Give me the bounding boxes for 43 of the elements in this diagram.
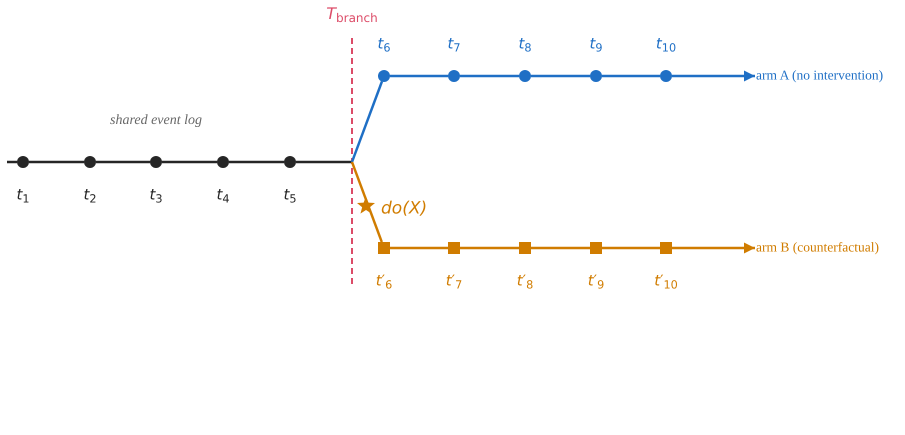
time-label: t$_{3}$: [149, 188, 163, 202]
event-square: [448, 242, 460, 254]
connector-line: [390, 246, 448, 250]
section-label: shared event log: [110, 114, 202, 128]
edge-label: do(X): [381, 200, 428, 218]
connector-line: [531, 74, 590, 78]
connector-line: [29, 160, 84, 164]
time-label: t$_{4}$: [216, 188, 230, 202]
time-label: t′$_{7}$: [446, 274, 462, 288]
connector-line: [390, 74, 448, 78]
arrow: [672, 70, 755, 82]
arrow: [672, 242, 755, 254]
time-label: t$_{7}$: [447, 36, 461, 52]
time-label: t$_{9}$: [589, 36, 603, 52]
connector-line: [162, 160, 217, 164]
connector-line: [296, 160, 352, 164]
time-label: t$_{6}$: [377, 36, 391, 52]
arm-label: arm B (counterfactual): [756, 240, 879, 256]
time-label: t′$_{10}$: [654, 274, 678, 288]
arm-label: arm A (no intervention): [756, 68, 884, 84]
time-label: t$_{5}$: [283, 188, 297, 202]
time-label: t′$_{8}$: [516, 274, 534, 288]
event-square: [660, 242, 672, 254]
connector-line: [602, 74, 660, 78]
branch-time-label: T$_{branch}$: [326, 6, 378, 22]
time-label: t′$_{6}$: [376, 274, 392, 288]
time-label: t$_{8}$: [518, 36, 532, 52]
time-label: t$_{1}$: [16, 188, 30, 202]
connector-line: [7, 160, 17, 164]
connector-line: [460, 246, 519, 250]
connector-line: [531, 246, 590, 250]
connector-line: [602, 246, 660, 250]
time-label: t$_{2}$: [83, 188, 97, 202]
time-label: t$_{10}$: [656, 36, 676, 52]
event-square: [378, 242, 390, 254]
event-square: [590, 242, 602, 254]
connector-line: [460, 74, 519, 78]
time-label: t′$_{9}$: [588, 274, 604, 288]
connector-line: [350, 81, 384, 162]
connector-line: [229, 160, 284, 164]
connector-line: [96, 160, 150, 164]
connector-line: [350, 162, 383, 242]
event-square: [519, 242, 531, 254]
